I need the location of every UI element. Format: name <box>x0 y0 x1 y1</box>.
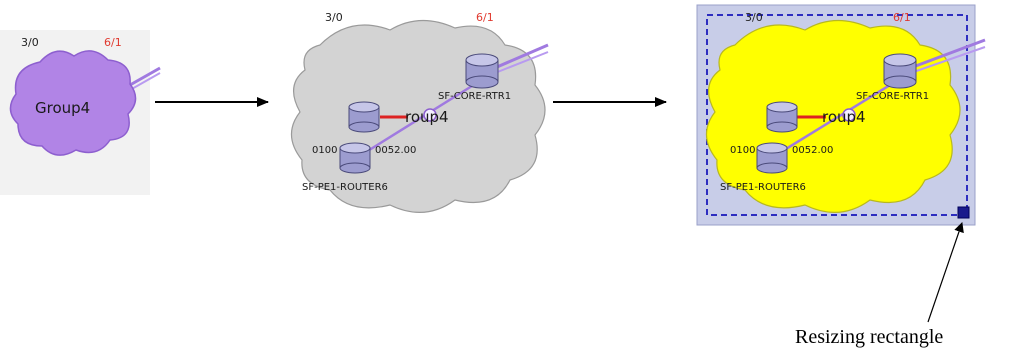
panel2-port-right: 6/1 <box>476 11 494 24</box>
panel2-port-left: 3/0 <box>325 11 343 24</box>
panel3-router-a[interactable] <box>766 101 798 133</box>
callout-arrow <box>927 222 964 323</box>
panel3-port-left: 3/0 <box>745 11 763 24</box>
panel2-router-pe1[interactable] <box>339 142 371 174</box>
panel1-port-right: 6/1 <box>104 36 122 49</box>
panel2-router-core-label: SF-CORE-RTR1 <box>438 91 511 102</box>
panel-collapsed-group: 3/0 6/1 Group4 <box>0 30 161 195</box>
panel3-group-label-partial: roup4 <box>822 108 866 126</box>
panel2-router-a[interactable] <box>348 101 380 133</box>
panel3-port-right: 6/1 <box>893 11 911 24</box>
panel2-group-label-partial: roup4 <box>405 108 449 126</box>
panel3-router-pe1[interactable] <box>756 142 788 174</box>
panel1-port-left: 3/0 <box>21 36 39 49</box>
panel3-addr-left: 0100 <box>730 145 755 156</box>
panel2-router-pe1-label: SF-PE1-ROUTER6 <box>302 182 388 193</box>
panel3-router-core-label: SF-CORE-RTR1 <box>856 91 929 102</box>
resize-handle[interactable] <box>957 206 970 219</box>
panel3-addr-right: 0052.00 <box>792 145 833 156</box>
resizing-rectangle-caption: Resizing rectangle <box>795 326 943 348</box>
group4-label: Group4 <box>35 99 90 117</box>
panel3-router-pe1-label: SF-PE1-ROUTER6 <box>720 182 806 193</box>
panel2-addr-left: 0100 <box>312 145 337 156</box>
panel-selected-group: 3/0 6/1 roup4 SF-CORE-RTR1 0100 <box>696 4 986 226</box>
panel-expanded-group: 3/0 6/1 roup4 SF-CORE-RTR1 <box>275 5 550 230</box>
panel3-links <box>767 38 986 162</box>
panel3-router-core[interactable] <box>883 53 917 89</box>
panel2-router-core[interactable] <box>465 53 499 89</box>
panel1-link <box>129 66 161 91</box>
group4-collapsed-cloud[interactable]: Group4 <box>9 50 137 156</box>
panel2-links <box>349 43 549 164</box>
selection-border[interactable] <box>706 14 968 216</box>
panel2-addr-right: 0052.00 <box>375 145 416 156</box>
